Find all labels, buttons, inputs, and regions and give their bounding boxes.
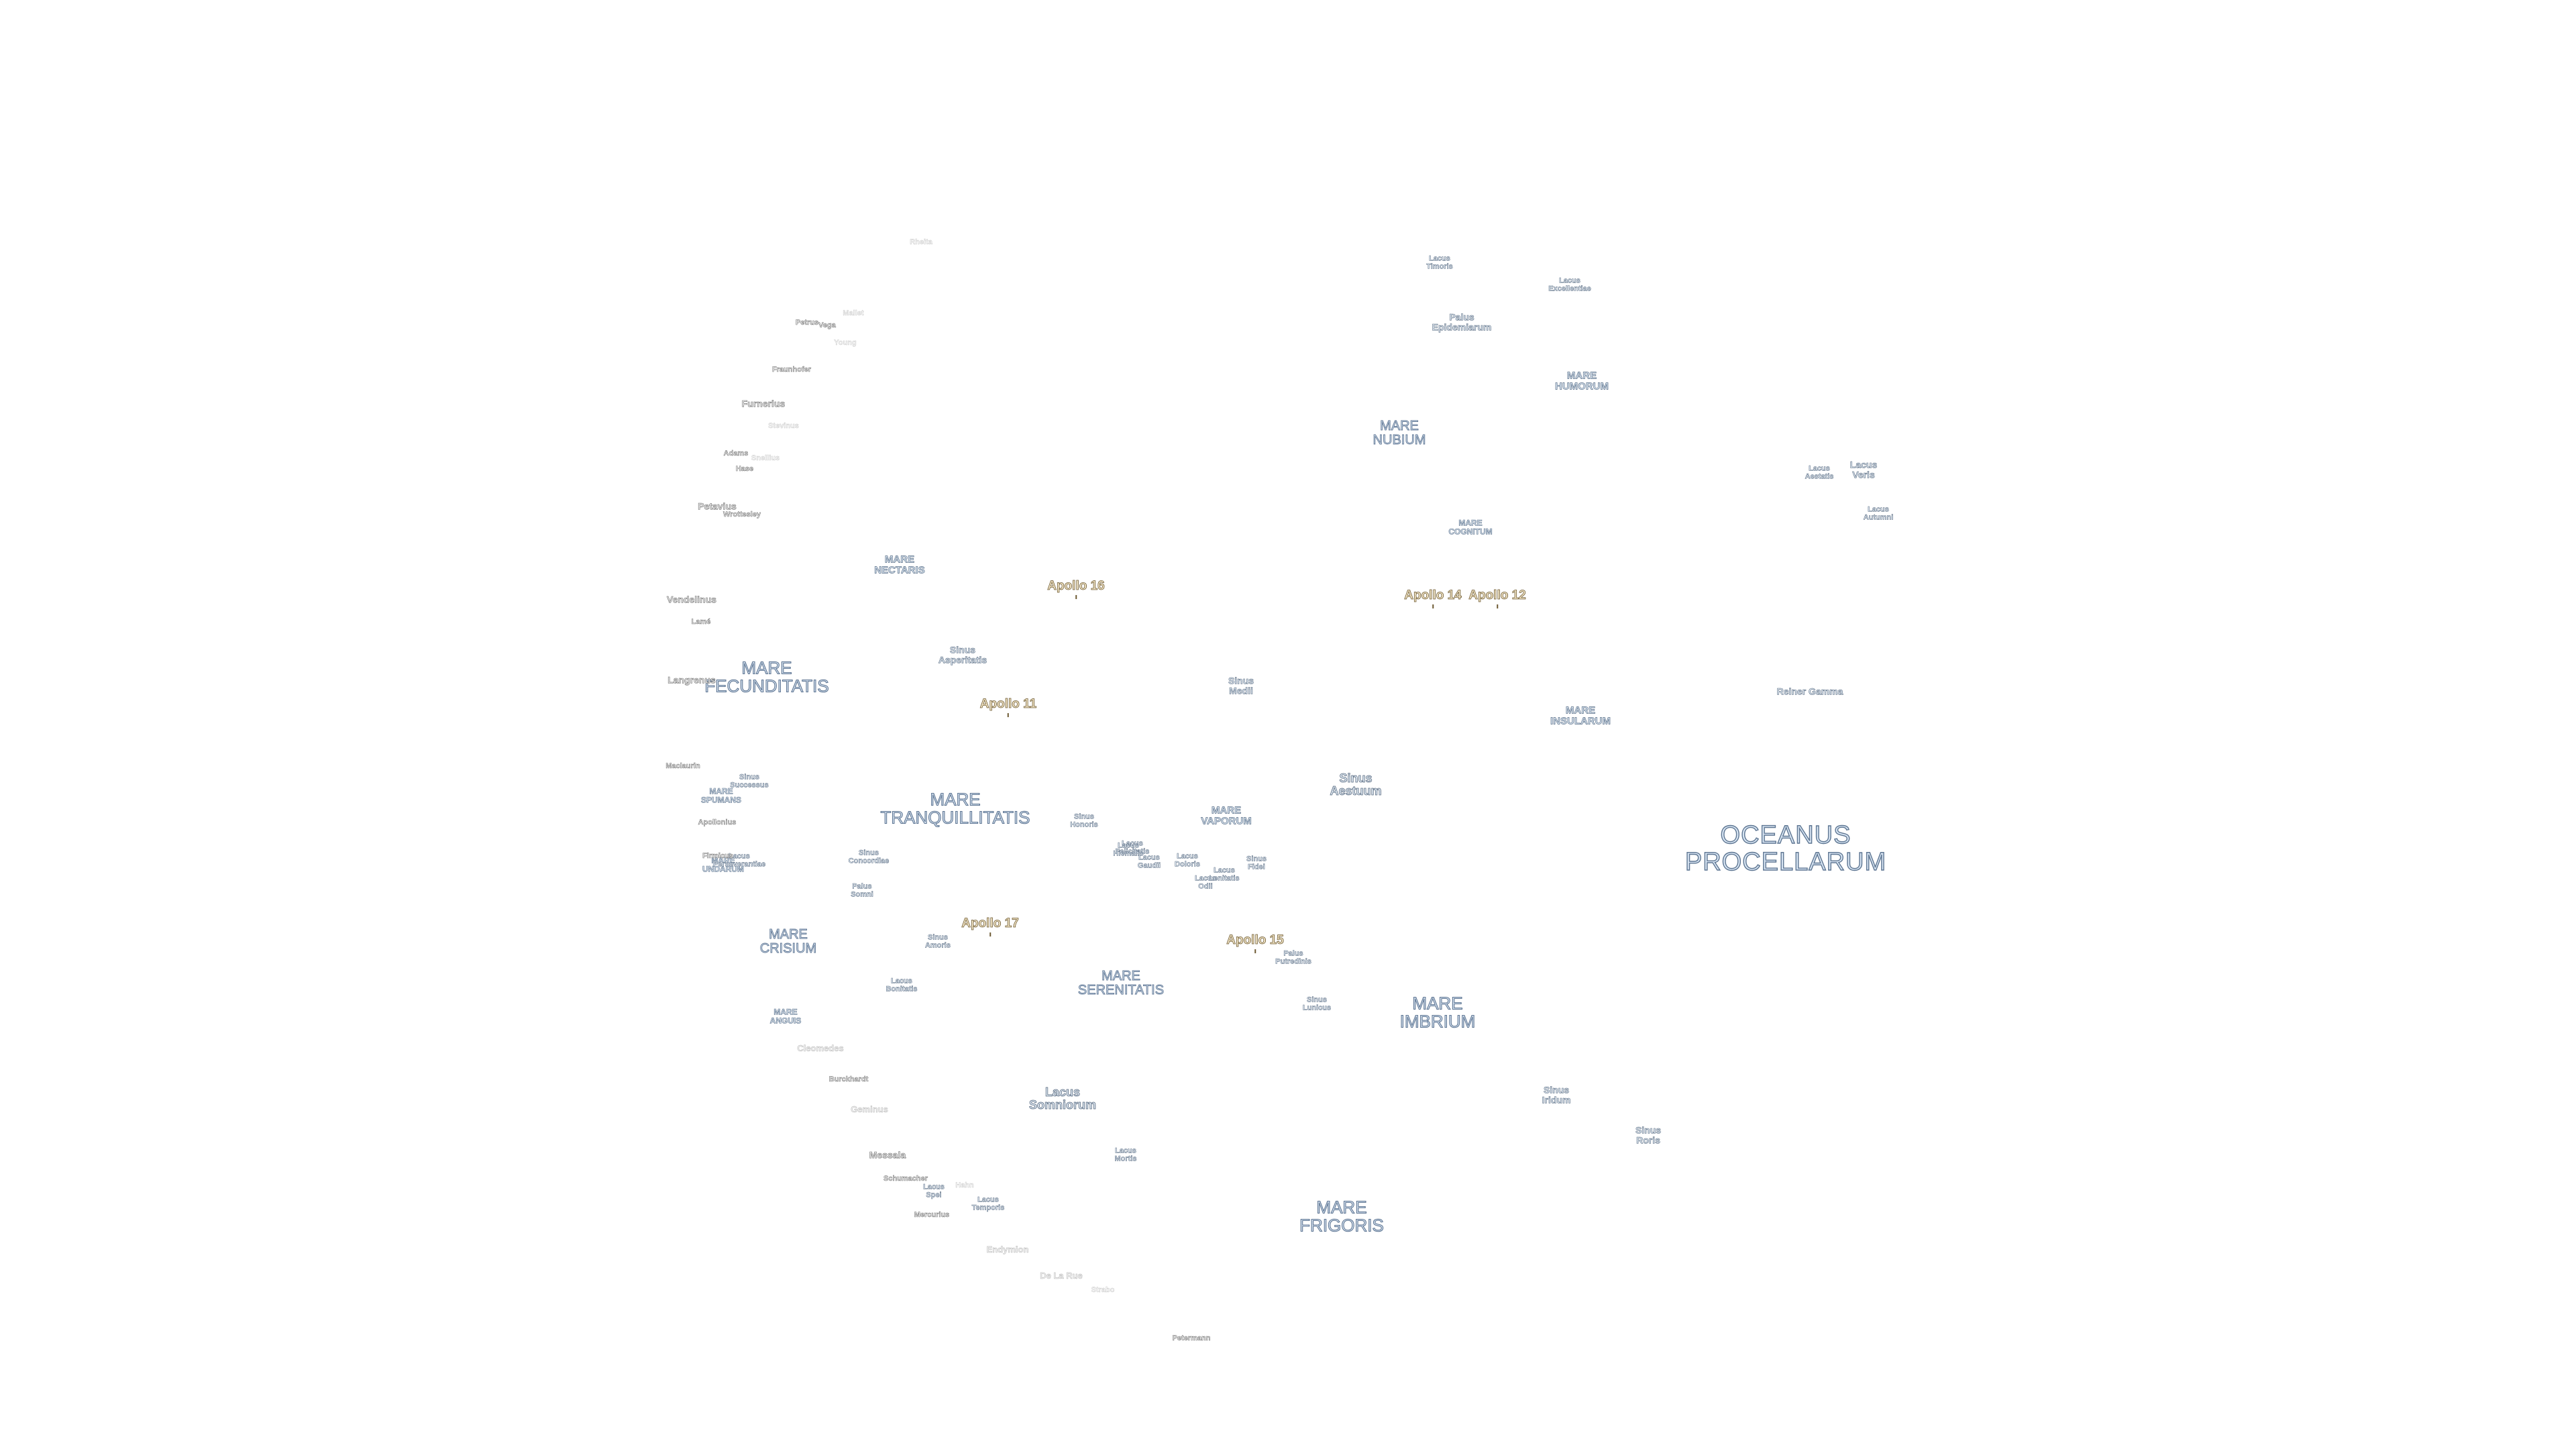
landing-tick-icon <box>1254 949 1256 953</box>
label-crater-adams: Adams <box>723 449 749 458</box>
apollo-15-marker[interactable]: Apollo 15 <box>1226 933 1284 953</box>
label-crater-snellius: Snellius <box>751 454 780 463</box>
label-crater-petrus: Petrus <box>795 319 819 327</box>
label-crater-mallet: Mallet <box>843 309 864 318</box>
label-crater-cleomedes: Cleomedes <box>797 1043 844 1054</box>
label-crater-wrottesley: Wrottesley <box>722 511 761 519</box>
apollo-17-marker[interactable]: Apollo 17 <box>961 916 1019 936</box>
landing-tick-icon <box>1432 604 1434 608</box>
label-crater-burckhardt: Burckhardt <box>828 1075 869 1084</box>
label-crater-endymion: Endymion <box>986 1244 1029 1255</box>
label-crater-vega: Vega <box>818 321 836 330</box>
label-crater-lame: Lamé <box>691 618 711 627</box>
label-crater-petermann: Petermann <box>1172 1334 1211 1343</box>
apollo-12-marker[interactable]: Apollo 12 <box>1468 588 1526 608</box>
label-crater-rheita: Rheita <box>910 238 932 247</box>
label-crater-petavius: Petavius <box>698 500 737 512</box>
apollo-16-marker[interactable]: Apollo 16 <box>1047 579 1105 599</box>
label-crater-maclaurin: Maclaurin <box>665 762 700 771</box>
apollo-11-marker[interactable]: Apollo 11 <box>979 697 1037 717</box>
label-crater-firmicus: Firmicus <box>702 852 733 861</box>
label-crater-young: Young <box>834 339 857 347</box>
label-crater-geminus: Geminus <box>851 1104 888 1115</box>
landing-tick-icon <box>1008 712 1009 717</box>
landing-tick-icon <box>989 932 991 936</box>
label-crater-furnerius: Furnerius <box>741 398 786 409</box>
label-crater-apollonius: Apollonius <box>698 818 737 827</box>
landing-tick-icon <box>1075 594 1077 599</box>
apollo-14-marker[interactable]: Apollo 14 <box>1404 588 1462 608</box>
label-crater-hahn: Hahn <box>955 1181 974 1190</box>
label-crater-mercurius: Mercurius <box>914 1211 950 1220</box>
label-crater-vendelinus: Vendelinus <box>667 594 717 605</box>
label-crater-hase: Hase <box>735 465 754 474</box>
label-crater-fraunhofer: Fraunhofer <box>771 366 812 374</box>
label-crater-de-la-rue: De La Rue <box>1040 1271 1083 1281</box>
label-crater-strabo: Strabo <box>1091 1286 1115 1295</box>
label-crater-schumacher: Schumacher <box>883 1175 928 1183</box>
label-crater-messala: Messala <box>869 1149 906 1161</box>
landing-tick-icon <box>1496 604 1498 608</box>
label-reiner-gamma: Reiner Gamma <box>1776 686 1843 697</box>
label-crater-stevinus: Stevinus <box>768 422 799 431</box>
label-crater-langrenus: Langrenus <box>667 674 716 686</box>
